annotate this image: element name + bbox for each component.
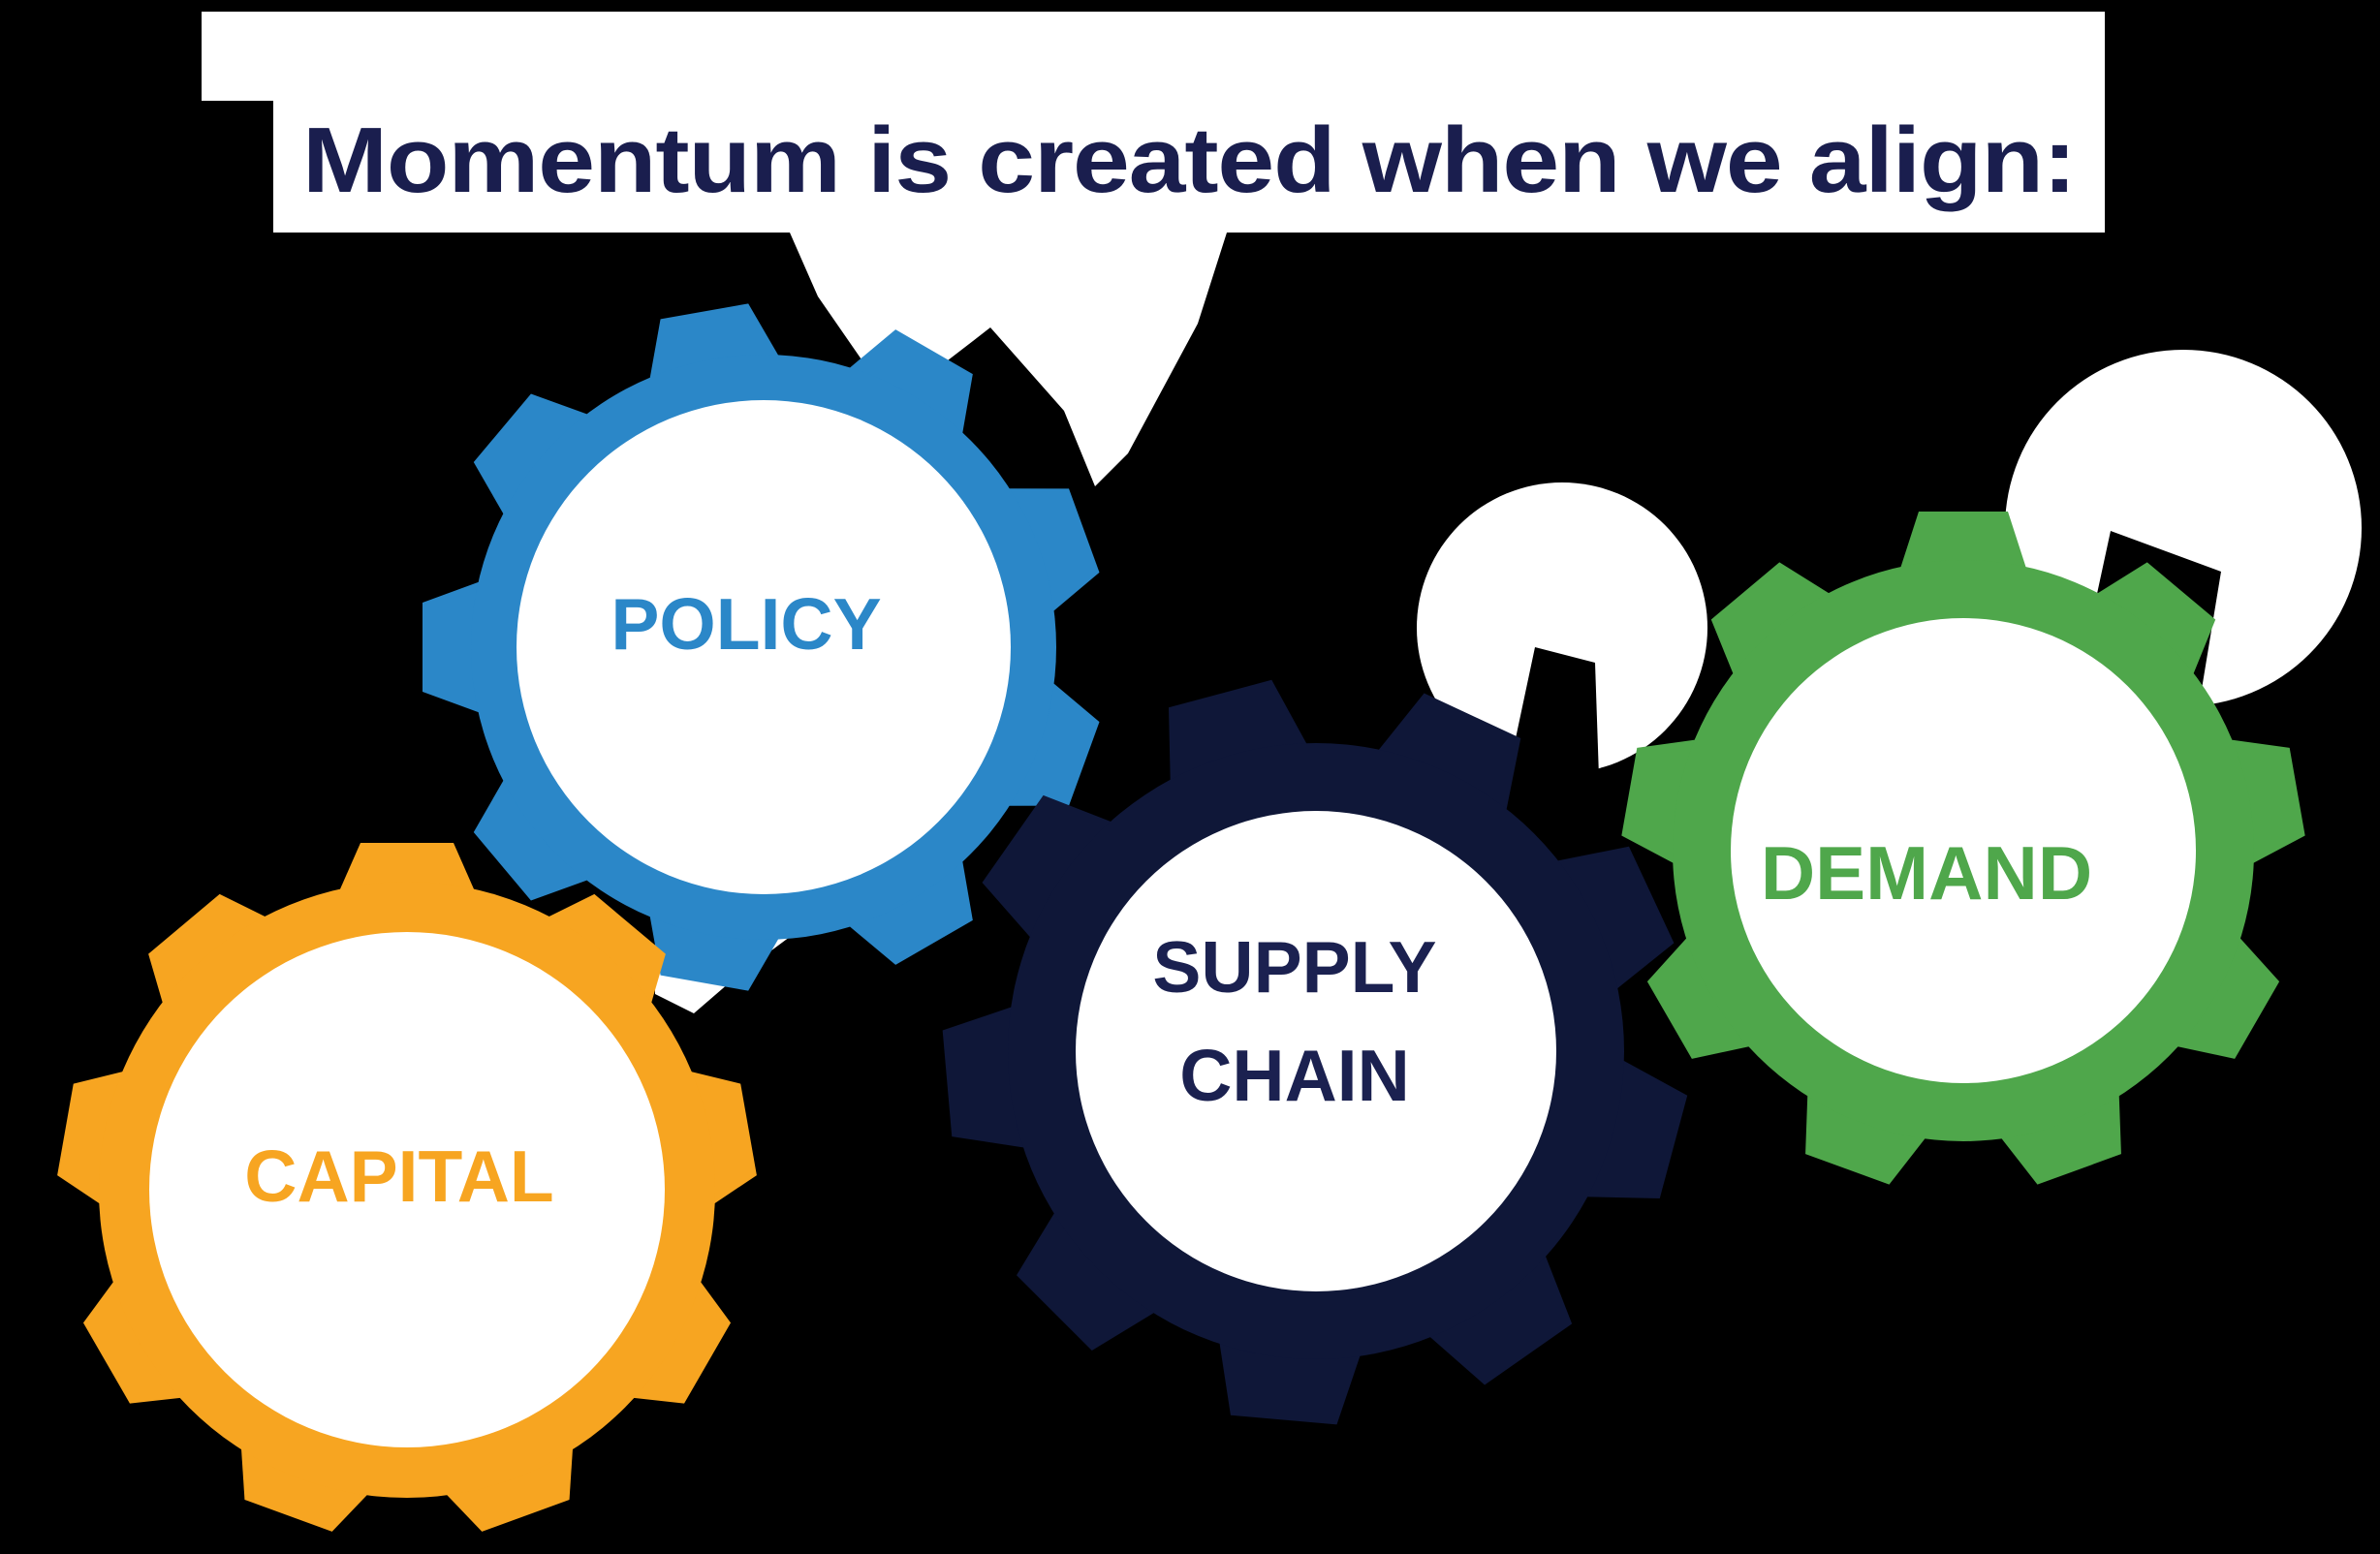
gear-supply-chain-label-line1: SUPPLY bbox=[1152, 926, 1436, 1008]
gear-demand-label: DEMAND bbox=[1761, 830, 2092, 916]
gear-supply-chain bbox=[940, 674, 1693, 1427]
gear-demand bbox=[1617, 512, 2309, 1193]
gear-policy bbox=[423, 299, 1108, 995]
page-title: Momentum is created when we align: bbox=[302, 109, 2076, 212]
gear-supply-chain-label-line2: CHAIN bbox=[1179, 1035, 1410, 1116]
gear-supply-chain-center bbox=[1076, 811, 1556, 1291]
gear-policy-label: POLICY bbox=[611, 583, 881, 665]
mask-notch-left bbox=[1508, 647, 1599, 777]
gear-capital bbox=[53, 843, 761, 1539]
background-blob-circle-left bbox=[1417, 482, 1707, 773]
title-banner bbox=[202, 12, 2105, 233]
gear-capital-label: CAPITAL bbox=[244, 1135, 553, 1217]
gear-policy-center bbox=[517, 400, 1011, 894]
background-blob-funnel bbox=[790, 233, 1227, 486]
gear-demand-center bbox=[1731, 618, 2196, 1083]
gear-capital-center bbox=[149, 932, 665, 1447]
